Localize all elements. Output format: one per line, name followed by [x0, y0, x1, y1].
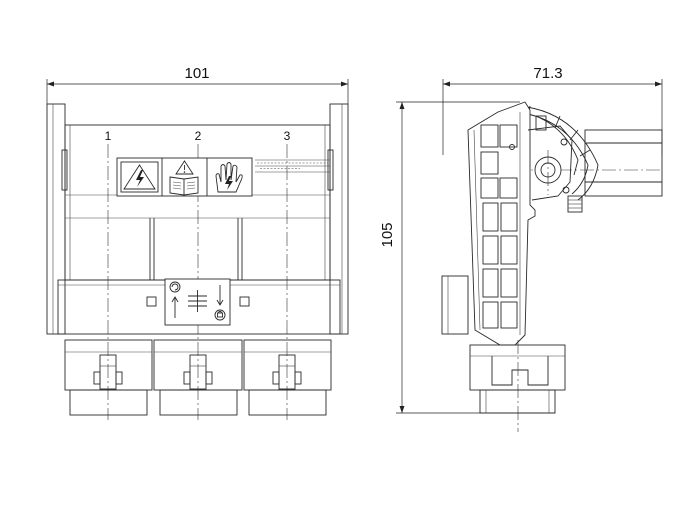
pole-label-2: 2: [195, 129, 202, 143]
arrow-down-icon: [216, 285, 224, 306]
pole-label-3: 3: [284, 129, 291, 143]
dimension-label-width-front: 101: [184, 65, 209, 82]
dimension-label-height: 105: [379, 222, 396, 247]
pole-label-1: 1: [105, 129, 112, 143]
read-manual-warning-icon: [169, 160, 199, 196]
housing-profile: [467, 101, 536, 346]
slot-left: [146, 296, 157, 307]
dimension-width-front: 101: [46, 65, 349, 104]
cable-entry-1: [64, 339, 153, 416]
electric-shock-warning-icon: [120, 161, 159, 193]
lever-arm: [519, 105, 599, 201]
frame-post-right: [329, 103, 349, 335]
side-tab-left: [61, 149, 68, 191]
cable-entry-3: [243, 339, 332, 416]
handle-plate: [164, 278, 231, 326]
slot-right: [239, 296, 250, 307]
dimension-width-side: 71.3: [442, 65, 663, 155]
cable-entries: [64, 339, 332, 416]
warning-label-panel: [116, 157, 253, 197]
dimension-label-width-side: 71.3: [533, 65, 562, 82]
front-view: 101 1 2 3: [46, 65, 349, 420]
rotate-arrow-icon: [169, 281, 181, 293]
frame-post-left: [46, 103, 66, 335]
housing-body: [64, 124, 331, 281]
rating-text-block: [255, 159, 330, 173]
pivot-mechanism: [527, 115, 573, 201]
side-tab-right: [327, 149, 334, 191]
cable-entry-2: [153, 339, 243, 416]
mounting-block: [441, 275, 469, 335]
lock-icon: [214, 309, 226, 321]
arrow-up-icon: [171, 296, 179, 318]
side-view: 71.3 105: [379, 65, 663, 432]
do-not-touch-hand-icon: [215, 162, 243, 193]
bottom-connector: [469, 340, 566, 432]
housing-ribs: [480, 124, 518, 329]
